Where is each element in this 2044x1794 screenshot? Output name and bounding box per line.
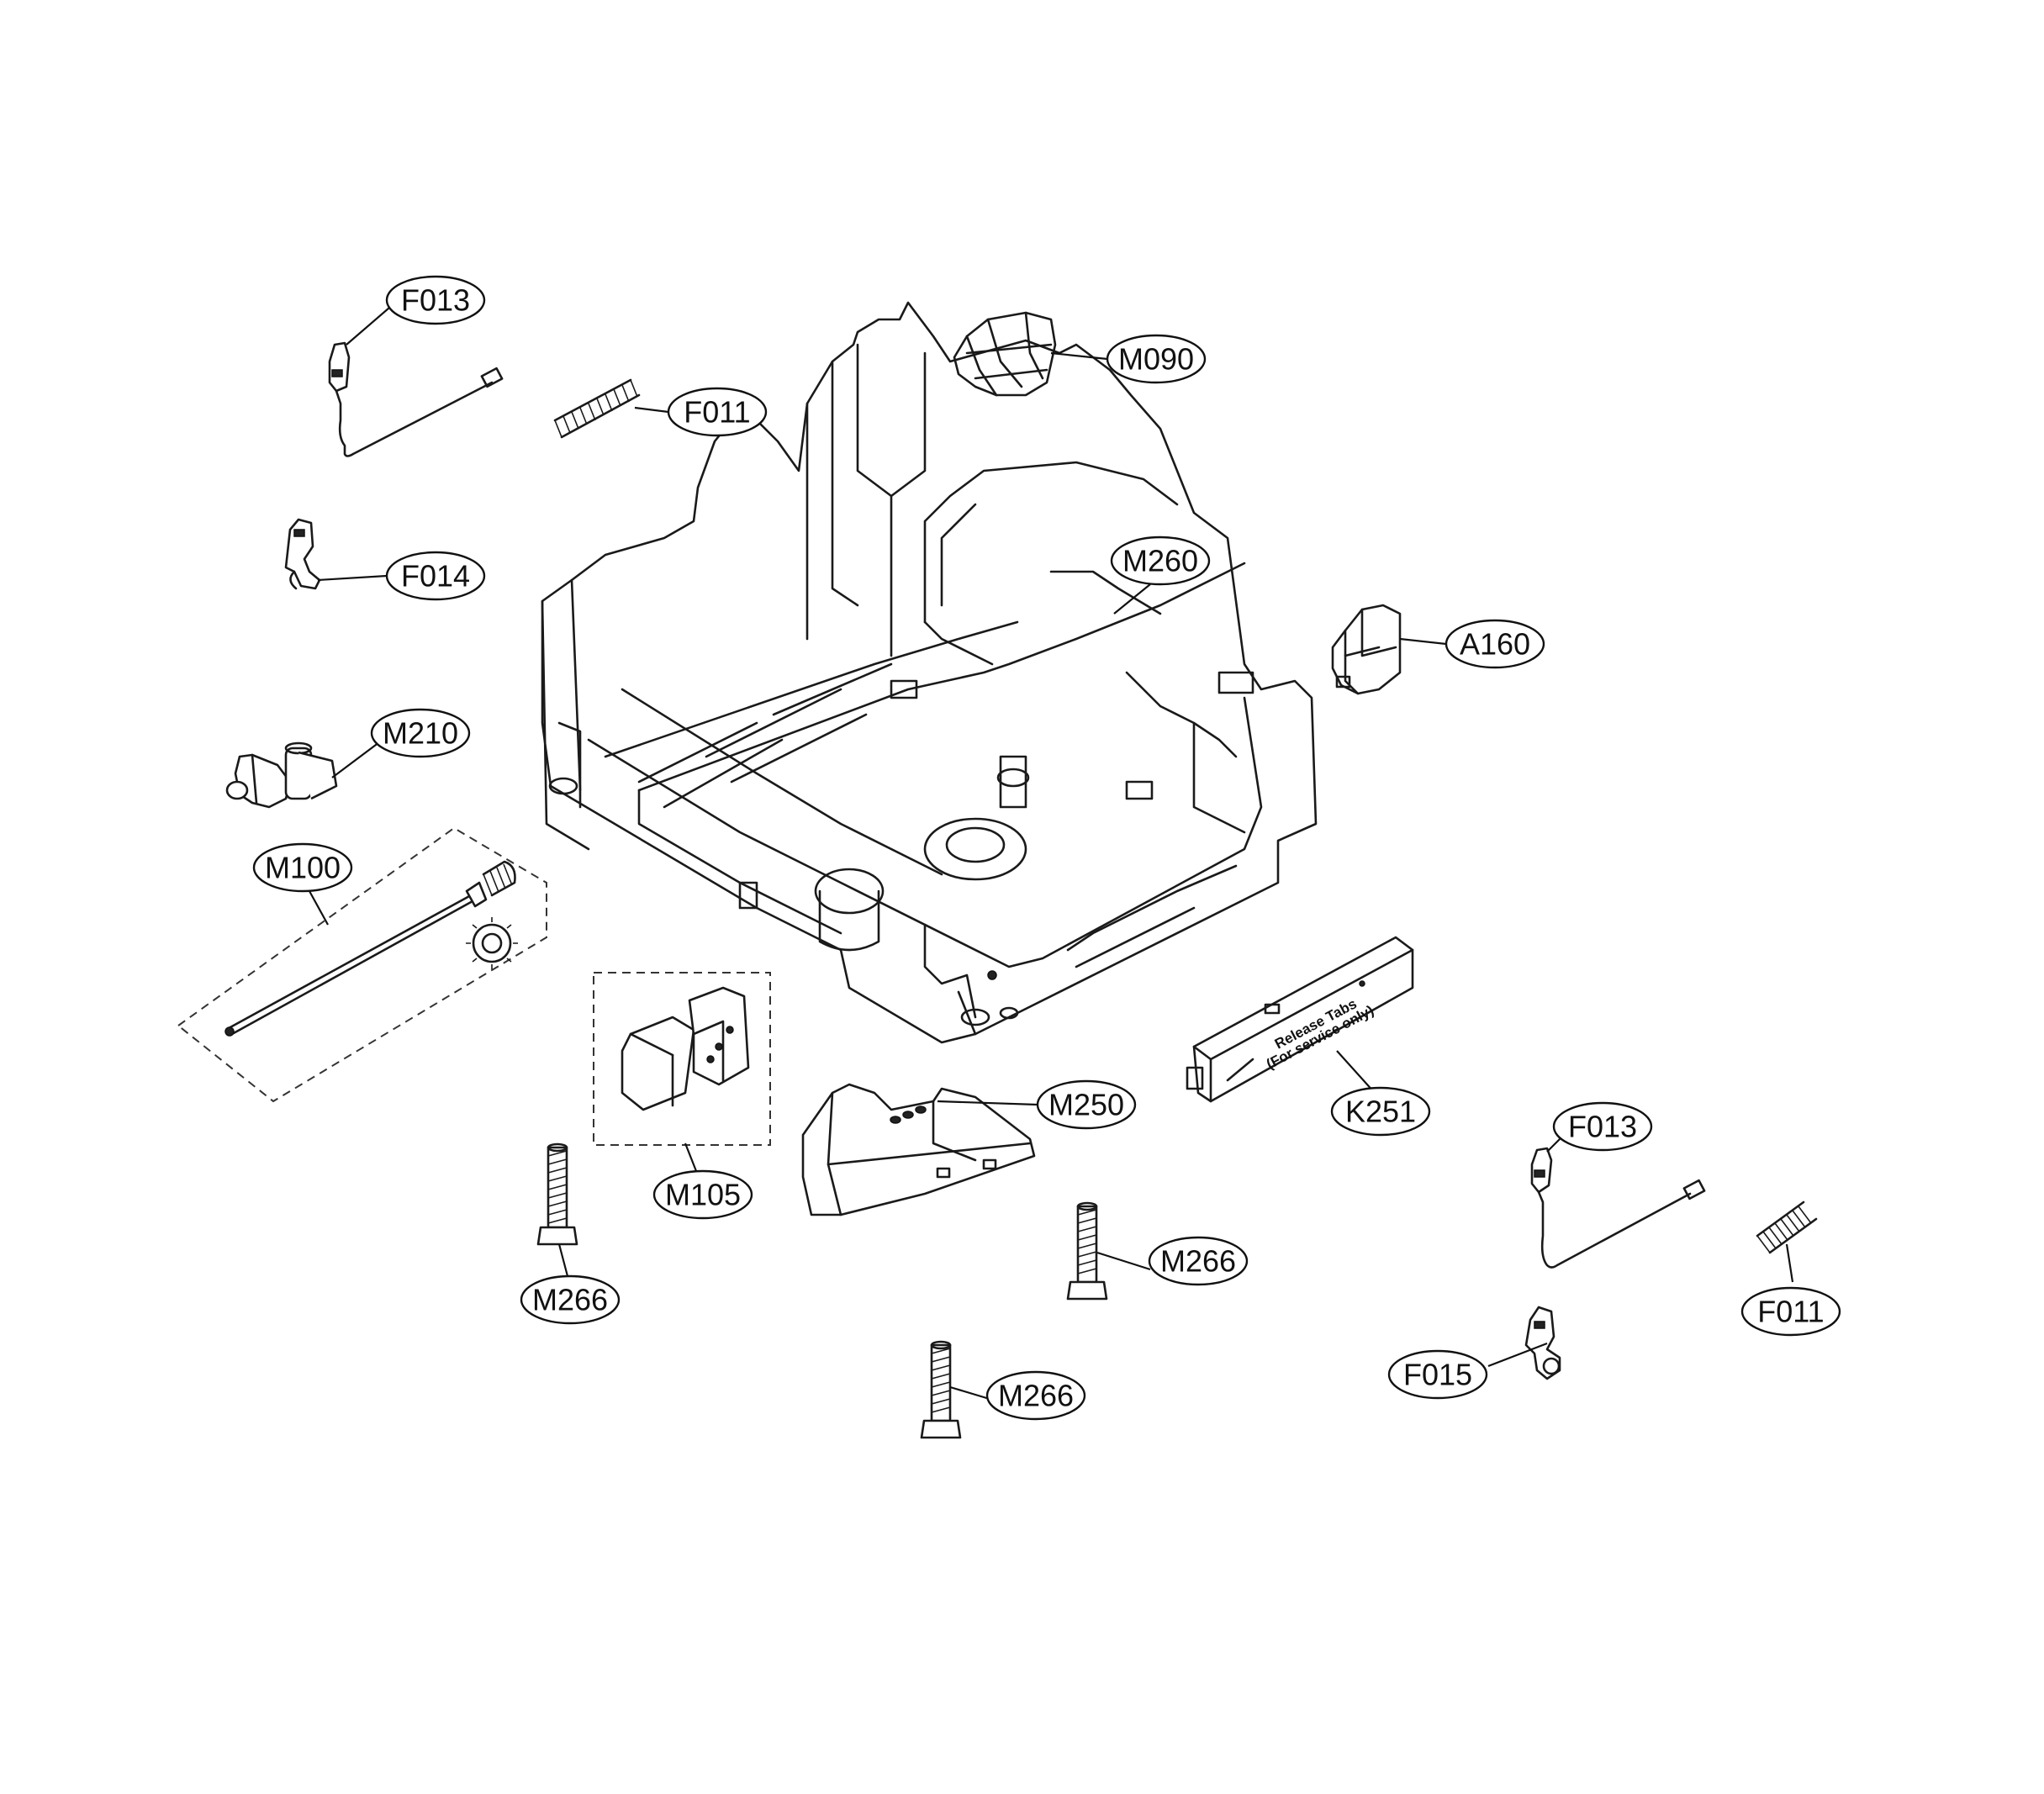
part-m250-tray bbox=[801, 1083, 1036, 1216]
callout-f015-text: F015 bbox=[1403, 1358, 1472, 1392]
callout-m250-text: M250 bbox=[1048, 1088, 1124, 1122]
callout-f011-top: F011 bbox=[667, 387, 768, 437]
callout-f013-right: F013 bbox=[1552, 1101, 1653, 1152]
callout-f013-right-text: F013 bbox=[1568, 1110, 1637, 1144]
callout-m105: M105 bbox=[652, 1169, 753, 1220]
part-f011-spring-top bbox=[553, 378, 641, 439]
part-m266-bolt-left bbox=[536, 1142, 578, 1246]
part-m266-bolt-middle bbox=[1066, 1201, 1108, 1301]
part-m090-cage bbox=[953, 311, 1057, 397]
callout-f013-top: F013 bbox=[385, 275, 486, 325]
callout-m260-text: M260 bbox=[1122, 544, 1198, 578]
part-a160-module bbox=[1331, 604, 1402, 695]
callout-m266-right: M266 bbox=[1148, 1236, 1249, 1286]
part-f015-clip bbox=[1524, 1306, 1561, 1380]
callout-m100: M100 bbox=[252, 842, 353, 893]
callout-f015: F015 bbox=[1387, 1349, 1488, 1400]
part-m260-base-frame bbox=[541, 301, 1318, 1044]
callout-f011-right-text: F011 bbox=[1757, 1295, 1824, 1329]
callout-f011-top-text: F011 bbox=[684, 395, 750, 430]
part-f013-switch-top bbox=[328, 341, 504, 457]
callout-m266-left-text: M266 bbox=[532, 1283, 608, 1317]
callout-k251: K251 bbox=[1330, 1086, 1431, 1137]
callout-m210: M210 bbox=[370, 708, 471, 758]
callout-m105-text: M105 bbox=[665, 1178, 741, 1212]
callout-m090: M090 bbox=[1106, 334, 1207, 384]
callout-m266-right-text: M266 bbox=[1160, 1244, 1236, 1279]
callout-k251-text: K251 bbox=[1345, 1095, 1416, 1129]
callout-m260: M260 bbox=[1110, 536, 1211, 586]
part-m266-bolt-bottom bbox=[920, 1340, 962, 1439]
part-f011-spring-right bbox=[1756, 1200, 1818, 1254]
part-m100-kit bbox=[177, 826, 547, 1103]
callout-m250: M250 bbox=[1036, 1079, 1137, 1130]
part-m210-valve bbox=[225, 741, 338, 809]
part-f014-clip bbox=[284, 518, 321, 590]
callout-f014-text: F014 bbox=[401, 559, 470, 594]
callout-f011-right: F011 bbox=[1740, 1286, 1841, 1337]
callout-m266-bottom: M266 bbox=[985, 1370, 1086, 1421]
callout-m100-text: M100 bbox=[265, 851, 341, 885]
callout-m266-left: M266 bbox=[520, 1274, 621, 1325]
callout-a160: A160 bbox=[1445, 619, 1545, 669]
callout-m090-text: M090 bbox=[1118, 342, 1194, 377]
callout-m266-bottom-text: M266 bbox=[998, 1379, 1074, 1413]
callout-f013-top-text: F013 bbox=[401, 283, 470, 318]
part-k251-panel: Release Tabs (For service only) bbox=[1186, 936, 1414, 1103]
part-f013-switch-right bbox=[1530, 1147, 1706, 1269]
leader-lines bbox=[309, 302, 1794, 1401]
part-m105-kit bbox=[593, 972, 771, 1146]
callout-a160-text: A160 bbox=[1460, 627, 1530, 662]
callout-f014: F014 bbox=[385, 551, 486, 601]
callout-m210-text: M210 bbox=[383, 716, 458, 751]
